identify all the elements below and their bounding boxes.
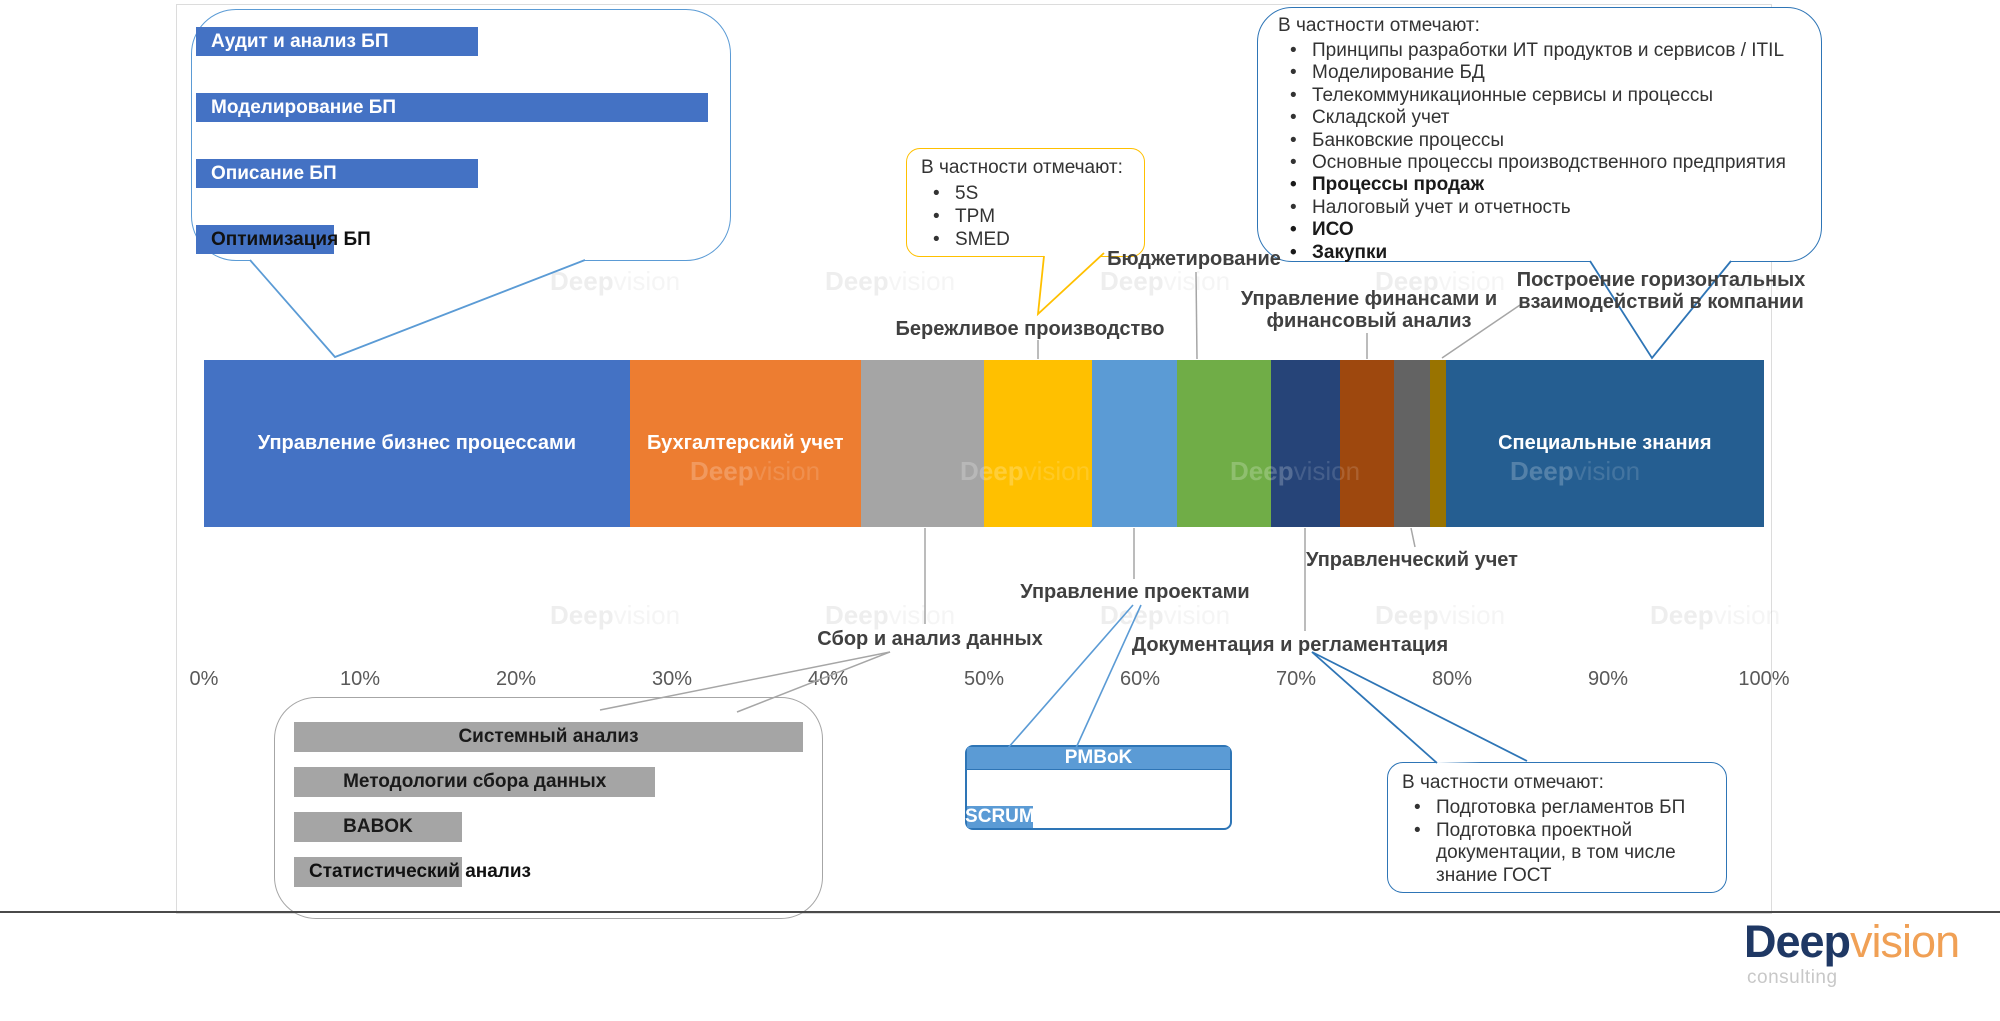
mini-bar-label: Моделирование БП bbox=[211, 96, 397, 118]
axis-tick: 40% bbox=[807, 668, 849, 690]
stacked-bar: Управление бизнес процессами Бухгалтерски… bbox=[204, 360, 1764, 527]
bullet-item: Закупки bbox=[1286, 242, 1821, 265]
bar-segment-0: Управление бизнес процессами bbox=[204, 360, 630, 527]
axis-tick: 100% bbox=[1738, 668, 1790, 690]
logo-deep: Deep bbox=[1744, 916, 1851, 967]
mini-bar-label: Системный анализ bbox=[458, 726, 639, 747]
bullet-item: Подготовка проектной документации, в том… bbox=[1410, 820, 1716, 888]
callout-business-process: Аудит и анализ БП Моделирование БП Описани… bbox=[191, 9, 731, 261]
bar-segment-label: Специальные знания bbox=[1498, 432, 1712, 454]
content-frame bbox=[176, 4, 1772, 914]
label-documentation: Документация и регламентация bbox=[1131, 634, 1449, 656]
bar-segment-6 bbox=[1271, 360, 1340, 527]
bar-segment-5 bbox=[1177, 360, 1271, 527]
callout-special-title: В частности отмечают: bbox=[1278, 15, 1480, 36]
mini-bar-2: BABOK bbox=[294, 812, 462, 842]
bar-segment-4 bbox=[1091, 360, 1178, 527]
bullet-item: Моделирование БД bbox=[1286, 62, 1821, 85]
mini-bar-label: Методологии сбора данных bbox=[343, 771, 607, 792]
bullet-item: Процессы продаж bbox=[1286, 174, 1821, 197]
callout-lean: В частности отмечают: 5STPMSMED bbox=[906, 148, 1145, 257]
bar-segment-8 bbox=[1394, 360, 1431, 527]
axis-tick: 30% bbox=[651, 668, 693, 690]
label-data-analysis: Сбор и анализ данных bbox=[817, 628, 1043, 650]
axis-tick: 80% bbox=[1431, 668, 1473, 690]
callout-documentation: В частности отмечают: Подготовка регламе… bbox=[1387, 762, 1727, 893]
bar-segment-label: Бухгалтерский учет bbox=[647, 432, 844, 454]
mini-bar-1: SCRUM bbox=[965, 806, 1035, 828]
label-budgeting: Бюджетирование bbox=[1107, 248, 1281, 270]
axis-tick: 0% bbox=[189, 668, 219, 690]
label-horizontal-interactions: Построение горизонтальных взаимодействий… bbox=[1516, 269, 1806, 313]
bullet-item: Принципы разработки ИТ продуктов и серви… bbox=[1286, 40, 1821, 63]
axis-tick: 70% bbox=[1275, 668, 1317, 690]
axis-tick: 90% bbox=[1587, 668, 1629, 690]
logo-tagline: consulting bbox=[1747, 967, 1838, 988]
callout-lean-list: 5STPMSMED bbox=[921, 182, 1144, 251]
callout-special-knowledge: В частности отмечают: Принципы разработк… bbox=[1257, 7, 1822, 264]
mini-bar-label: Оптимизация БП bbox=[211, 228, 371, 250]
mini-bar-label: Статистический анализ bbox=[309, 861, 531, 882]
mini-bar-label: PMBoK bbox=[1064, 747, 1133, 768]
mini-bar-3: Оптимизация БП bbox=[196, 225, 371, 254]
callout-docs-title: В частности отмечают: bbox=[1402, 772, 1604, 793]
label-project-management: Управление проектами bbox=[1020, 581, 1250, 603]
callout-lean-title: В частности отмечают: bbox=[921, 157, 1123, 178]
bullet-item: Налоговый учет и отчетность bbox=[1286, 197, 1821, 220]
label-lean-manufacturing: Бережливое производство bbox=[895, 318, 1165, 340]
bullet-item: Телекоммуникационные сервисы и процессы bbox=[1286, 85, 1821, 108]
bullet-item: Основные процессы производственного пред… bbox=[1286, 152, 1821, 175]
bullet-item: ИСО bbox=[1286, 219, 1821, 242]
bullet-item: TPM bbox=[929, 205, 1144, 228]
bar-segment-3 bbox=[983, 360, 1092, 527]
mini-bar-label: Аудит и анализ БП bbox=[211, 30, 389, 52]
callout-docs-list: Подготовка регламентов БППодготовка прое… bbox=[1402, 797, 1716, 887]
axis-tick: 60% bbox=[1119, 668, 1161, 690]
bar-segment-9 bbox=[1430, 360, 1446, 527]
bar-segment-label: Управление бизнес процессами bbox=[257, 432, 577, 454]
callout-special-list: Принципы разработки ИТ продуктов и серви… bbox=[1278, 40, 1821, 264]
label-management-accounting: Управленческий учет bbox=[1306, 549, 1518, 571]
bullet-item: Подготовка регламентов БП bbox=[1410, 797, 1716, 820]
mini-bar-1: Методологии сбора данных bbox=[294, 767, 656, 797]
mini-bar-0: PMBoK bbox=[967, 747, 1230, 770]
mini-bar-label: Описание БП bbox=[211, 162, 337, 184]
mini-bar-0: Системный анализ bbox=[294, 722, 803, 752]
x-axis: 0% 10% 20% 30% 40% 50% 60% 70% 80% 90% 100% bbox=[190, 668, 1790, 694]
bar-segment-10: Специальные знания bbox=[1445, 360, 1764, 527]
bullet-item: 5S bbox=[929, 182, 1144, 205]
mini-bar-1: Моделирование БП bbox=[196, 93, 708, 122]
bar-segment-2 bbox=[860, 360, 984, 527]
mini-bar-3: Статистический анализ bbox=[294, 857, 531, 887]
footer-divider bbox=[0, 911, 2000, 913]
mini-bar-0: Аудит и анализ БП bbox=[196, 27, 478, 56]
mini-bar-2: Описание БП bbox=[196, 159, 478, 188]
bullet-item: SMED bbox=[929, 228, 1144, 251]
label-finance-management: Управление финансами и финансовый анализ bbox=[1240, 288, 1498, 332]
mini-bar-label: SCRUM bbox=[965, 806, 1035, 827]
logo-vision: vision bbox=[1850, 916, 1960, 967]
bar-segment-1: Бухгалтерский учет bbox=[629, 360, 861, 527]
axis-tick: 10% bbox=[339, 668, 381, 690]
bullet-item: Банковские процессы bbox=[1286, 130, 1821, 153]
callout-project-management: PMBoK SCRUM bbox=[965, 745, 1232, 830]
bullet-item: Складской учет bbox=[1286, 107, 1821, 130]
axis-tick: 50% bbox=[963, 668, 1005, 690]
deepvision-logo: Deepvision consulting bbox=[1744, 919, 1960, 988]
mini-bar-label: BABOK bbox=[343, 816, 413, 837]
axis-tick: 20% bbox=[495, 668, 537, 690]
bar-segment-7 bbox=[1339, 360, 1395, 527]
